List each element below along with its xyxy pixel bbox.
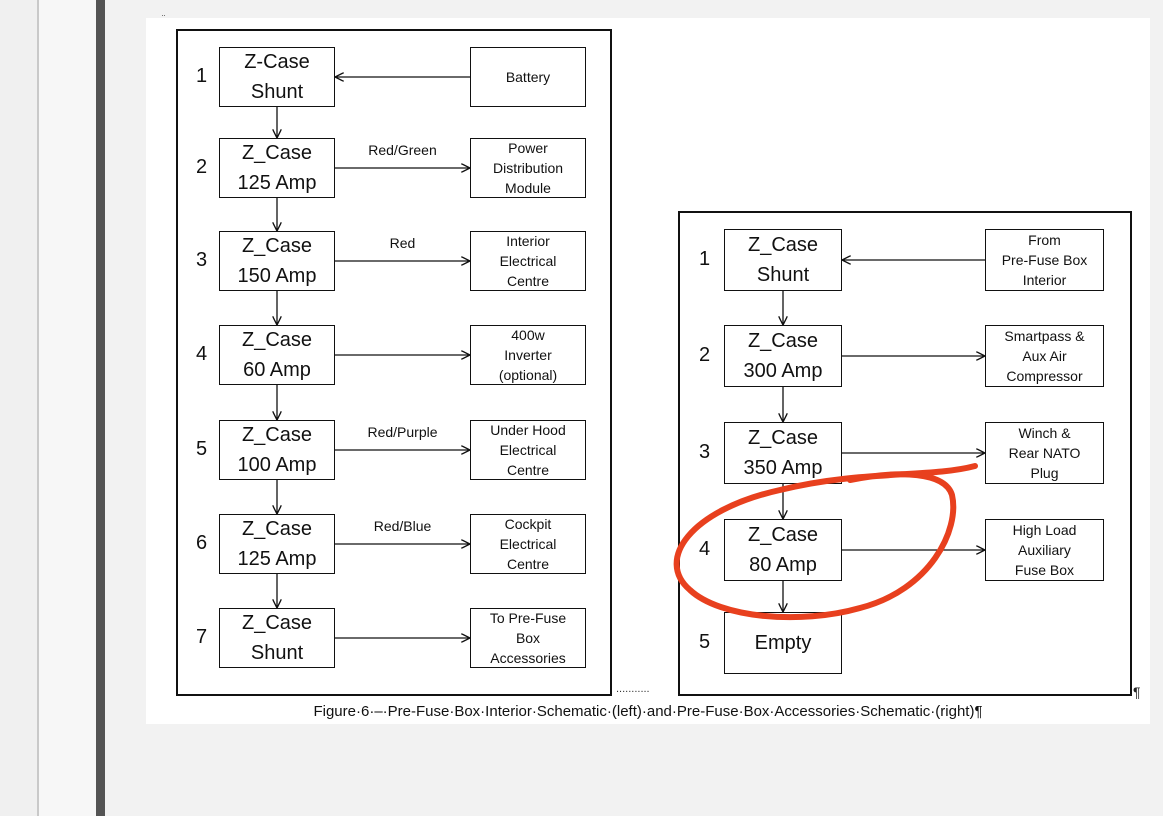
left-destination-box: To Pre-Fuse Box Accessories: [470, 608, 586, 668]
left-row-number: 2: [196, 156, 208, 178]
left-wire-label: Red/Blue: [373, 518, 432, 534]
formatting-mark: ¨: [162, 14, 166, 25]
right-fuse-box: Z_Case 80 Amp: [724, 519, 842, 581]
left-fuse-box: Z-Case Shunt: [219, 47, 335, 107]
left-fuse-box: Z_Case 100 Amp: [219, 420, 335, 480]
left-destination-box: Under Hood Electrical Centre: [470, 420, 586, 480]
right-fuse-box: Empty: [724, 612, 842, 674]
left-fuse-box: Z_Case 60 Amp: [219, 325, 335, 385]
right-row-number: 2: [699, 344, 711, 366]
left-destination-box: Cockpit Electrical Centre: [470, 514, 586, 574]
left-row-number: 7: [196, 626, 208, 648]
right-destination-box: From Pre-Fuse Box Interior: [985, 229, 1104, 291]
right-row-number: 1: [699, 248, 711, 270]
left-wire-label: Red/Purple: [367, 424, 438, 440]
right-destination-box: High Load Auxiliary Fuse Box: [985, 519, 1104, 581]
left-destination-box: Battery: [470, 47, 586, 107]
left-destination-box: Power Distribution Module: [470, 138, 586, 198]
right-fuse-box: Z_Case 350 Amp: [724, 422, 842, 484]
page-margin-bar: [96, 0, 105, 816]
figure-caption[interactable]: Figure·6·–·Pre-Fuse·Box·Interior·Schemat…: [313, 703, 983, 720]
left-row-number: 5: [196, 438, 208, 460]
left-row-number: 1: [196, 65, 208, 87]
right-fuse-box: Z_Case 300 Amp: [724, 325, 842, 387]
annotation-circle: [673, 463, 978, 621]
left-destination-box: 400w Inverter (optional): [470, 325, 586, 385]
right-fuse-box: Z_Case Shunt: [724, 229, 842, 291]
document-gutter: [39, 0, 96, 816]
left-row-number: 6: [196, 532, 208, 554]
left-pane: [0, 0, 39, 816]
left-fuse-box: Z_Case 125 Amp: [219, 138, 335, 198]
paragraph-mark: ¶: [1133, 684, 1141, 700]
left-fuse-box: Z_Case 125 Amp: [219, 514, 335, 574]
right-row-number: 4: [699, 538, 711, 560]
left-row-number: 3: [196, 249, 208, 271]
leader-dots: ...........: [616, 683, 650, 695]
left-fuse-box: Z_Case 150 Amp: [219, 231, 335, 291]
right-row-number: 5: [699, 631, 711, 653]
left-destination-box: Interior Electrical Centre: [470, 231, 586, 291]
left-row-number: 4: [196, 343, 208, 365]
right-destination-box: Smartpass & Aux Air Compressor: [985, 325, 1104, 387]
left-wire-label: Red: [389, 235, 416, 251]
right-destination-box: Winch & Rear NATO Plug: [985, 422, 1104, 484]
left-wire-label: Red/Green: [368, 142, 437, 158]
right-row-number: 3: [699, 441, 711, 463]
left-fuse-box: Z_Case Shunt: [219, 608, 335, 668]
